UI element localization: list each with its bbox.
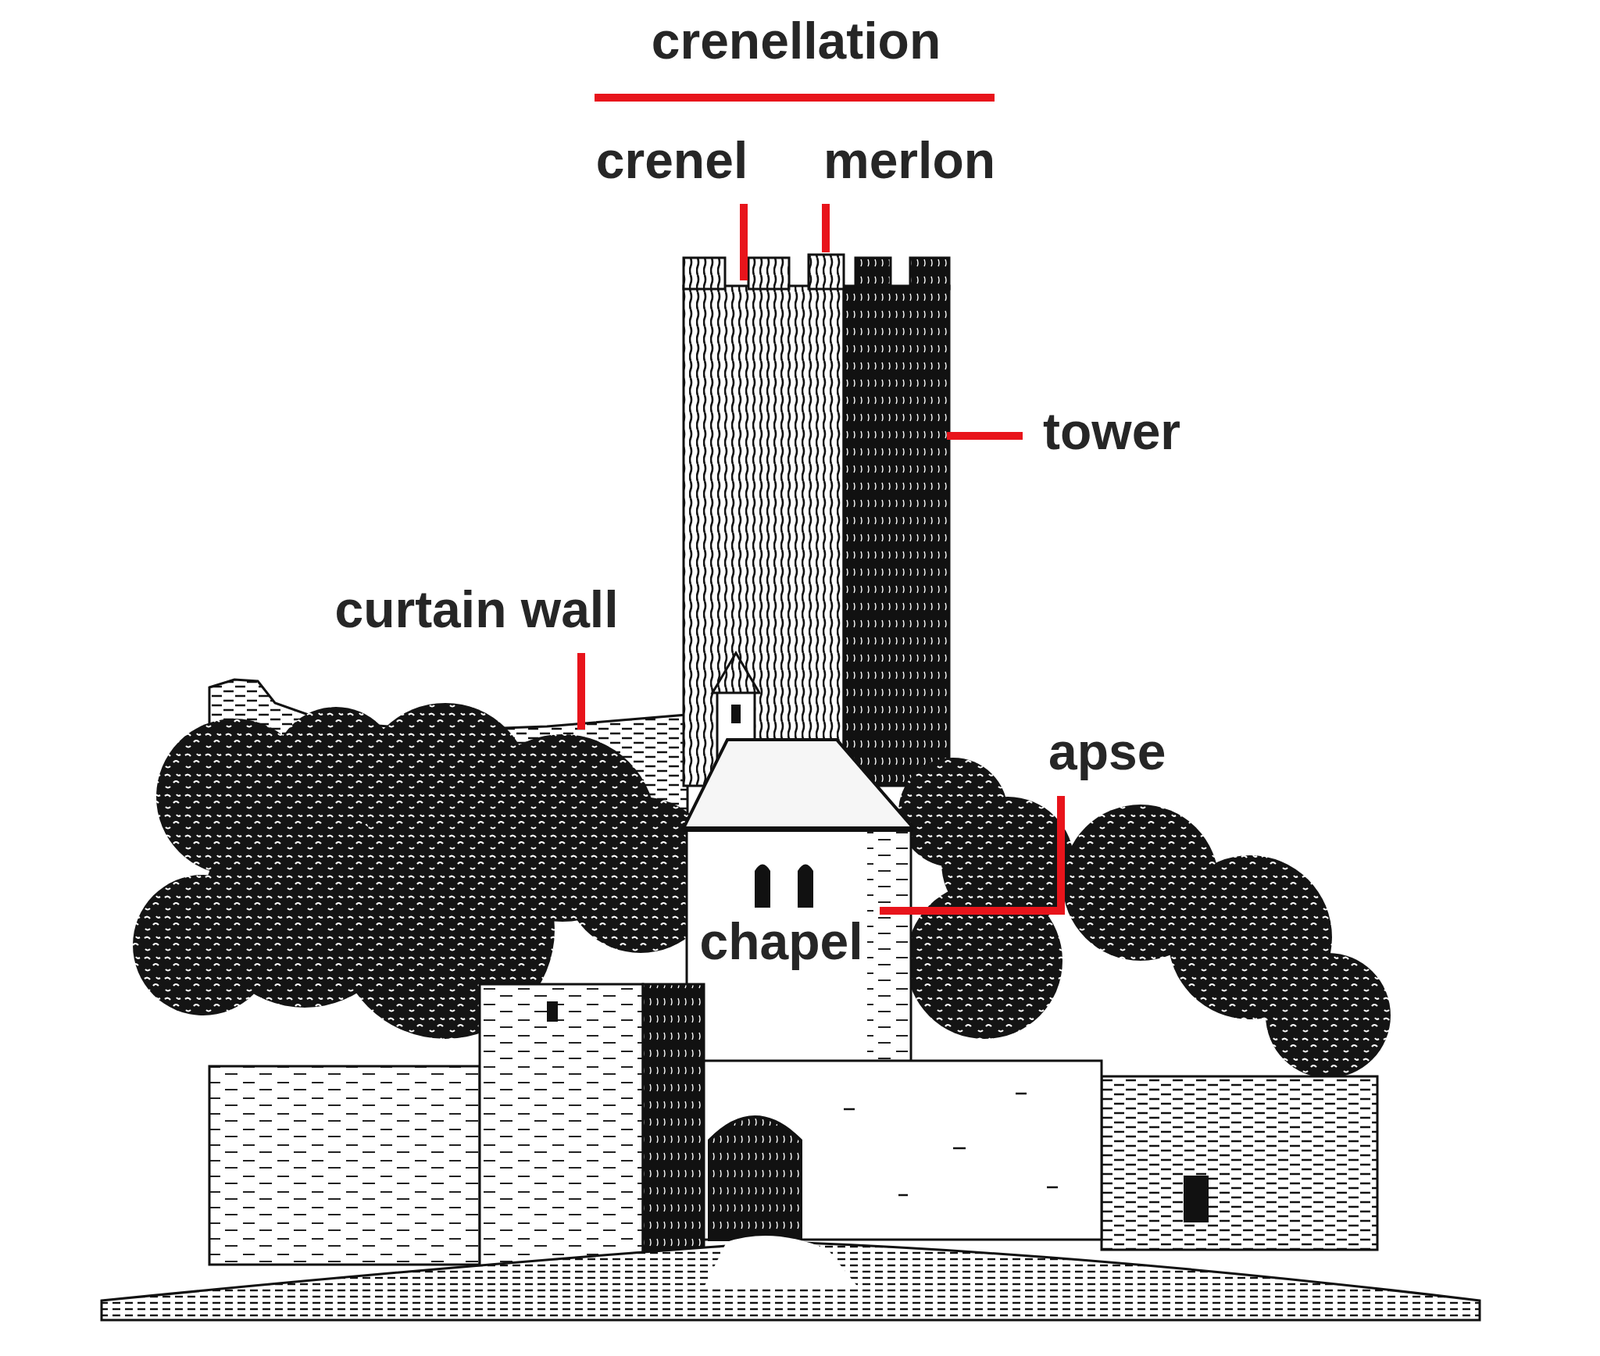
part-label: chapel (699, 915, 863, 968)
gate-arch (709, 1117, 801, 1240)
chapel-window (797, 864, 814, 909)
tree-foliage (1265, 953, 1391, 1079)
wall-door (1183, 1175, 1209, 1223)
part-label: tower (1042, 405, 1181, 458)
leader-line (739, 203, 748, 281)
roof-eave (683, 827, 914, 833)
tower-front-face (683, 285, 844, 786)
tree-foliage (132, 703, 1391, 1079)
merlon-shape (910, 257, 950, 290)
part-label: crenel (596, 134, 748, 186)
turret-window (731, 704, 741, 724)
leader-lines (581, 97, 1061, 911)
tree-foliage (132, 875, 274, 1016)
leader-line (879, 796, 1061, 911)
gate-tower (479, 984, 643, 1271)
turret-roof (712, 653, 760, 693)
outer-wall (1101, 1076, 1378, 1250)
gate-tower-side (642, 984, 704, 1271)
merlon-shape (808, 254, 844, 290)
leader-line (946, 432, 1023, 440)
gate-wall (693, 1060, 1102, 1240)
gate-window (546, 1001, 558, 1022)
part-label: merlon (823, 134, 996, 186)
bracket-line (594, 93, 995, 102)
merlon-shape (855, 257, 891, 290)
part-label: apse (1048, 725, 1166, 778)
merlon-shape (748, 257, 790, 290)
tree-foliage (906, 882, 1063, 1040)
tower-side-face (843, 285, 950, 786)
chapel-apse-side (867, 829, 910, 1061)
merlon-shape (683, 257, 725, 290)
part-label: crenellation (651, 14, 941, 67)
chapel-body (686, 828, 911, 1063)
outer-wall (209, 1066, 480, 1265)
chapel-window (754, 864, 771, 909)
leader-line (577, 653, 586, 730)
chapel-roof (683, 739, 914, 829)
part-label: curtain wall (334, 583, 618, 636)
wall-texture (843, 1093, 1058, 1196)
leader-line (821, 203, 830, 253)
path-to-gate (703, 1235, 860, 1290)
